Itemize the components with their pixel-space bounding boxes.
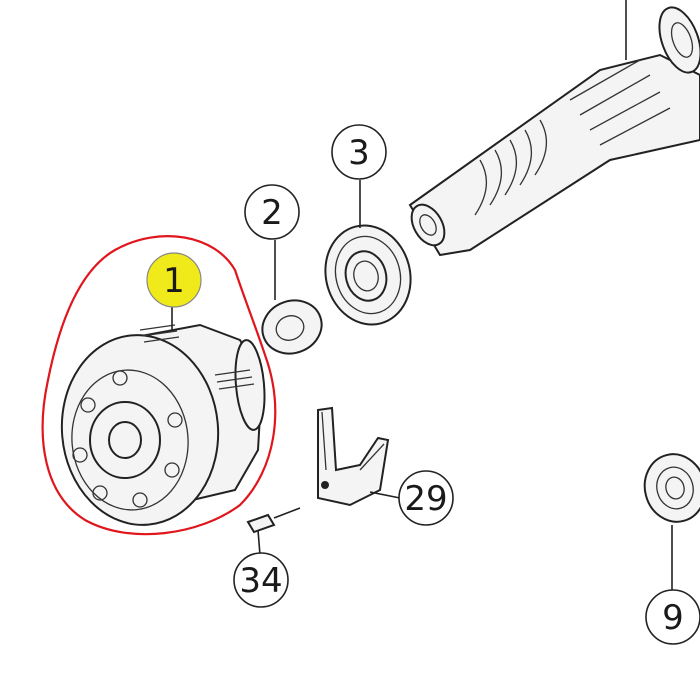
callout-9[interactable]: 9	[645, 589, 700, 645]
callout-1[interactable]: 1	[146, 252, 202, 308]
callout-2[interactable]: 2	[244, 184, 300, 240]
splined-shaft[interactable]	[405, 0, 700, 257]
bearing-part-9[interactable]	[637, 447, 700, 590]
callout-3-label: 3	[348, 133, 370, 173]
shift-fork-part-29[interactable]	[317, 406, 401, 507]
pin-part-34[interactable]	[246, 507, 301, 556]
callout-9-label: 9	[662, 598, 684, 638]
callout-3[interactable]: 3	[331, 124, 387, 180]
clutch-assembly-part-1[interactable]	[54, 323, 268, 531]
callout-1-label: 1	[163, 261, 185, 301]
washer-part-2[interactable]	[255, 292, 329, 361]
callout-34[interactable]: 34	[233, 552, 289, 608]
callout-2-label: 2	[261, 193, 283, 233]
callout-29[interactable]: 29	[398, 470, 454, 526]
callout-29-label: 29	[404, 479, 447, 519]
callout-34-label: 34	[239, 561, 282, 601]
selection-outline	[41, 235, 277, 536]
callout-1-highlight	[146, 252, 202, 308]
bearing-part-3[interactable]	[314, 216, 421, 334]
